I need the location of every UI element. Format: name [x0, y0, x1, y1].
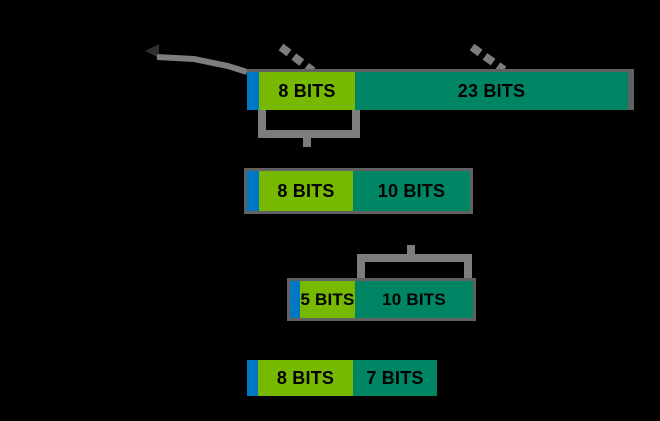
exponent-match-bracket: [258, 110, 360, 138]
bit-format-row-1: 8 BITS 23 BITS: [247, 72, 628, 110]
sign-bit-segment: [247, 72, 259, 110]
mantissa-bits-label: 10 BITS: [382, 290, 446, 309]
exponent-segment: 8 BITS: [258, 360, 353, 396]
exponent-bits-label: 8 BITS: [278, 81, 336, 101]
mantissa-segment: 7 BITS: [353, 360, 437, 396]
sign-arrowhead-icon: [145, 44, 159, 58]
precision-match-bracket: [357, 254, 472, 281]
sign-leader-line: [156, 54, 248, 75]
sign-bit-segment: [247, 360, 258, 396]
exponent-bits-label: 8 BITS: [276, 368, 335, 388]
mantissa-bits-label: 10 BITS: [377, 181, 446, 201]
mantissa-segment: 23 BITS: [355, 72, 628, 110]
exponent-bits-label: 8 BITS: [277, 181, 335, 201]
bit-format-row-2: 8 BITS 10 BITS: [244, 168, 473, 214]
exponent-bits-label: 5 BITS: [300, 290, 355, 309]
exponent-segment: 8 BITS: [259, 171, 353, 211]
bit-format-row-4: 8 BITS 7 BITS: [247, 360, 437, 396]
sign-bit-segment: [290, 281, 300, 318]
mantissa-segment: 10 BITS: [353, 171, 470, 211]
precision-leader-line: [469, 43, 507, 74]
bit-format-row-3: 5 BITS 10 BITS: [287, 278, 476, 321]
row-1-outline: [247, 69, 634, 110]
mantissa-segment: 10 BITS: [355, 281, 473, 318]
exponent-segment: 5 BITS: [300, 281, 355, 318]
range-leader-line: [278, 43, 316, 75]
exponent-segment: 8 BITS: [259, 72, 355, 110]
sign-bit-segment: [247, 171, 259, 211]
mantissa-bits-label: 23 BITS: [457, 81, 526, 101]
mantissa-bits-label: 7 BITS: [366, 368, 424, 388]
